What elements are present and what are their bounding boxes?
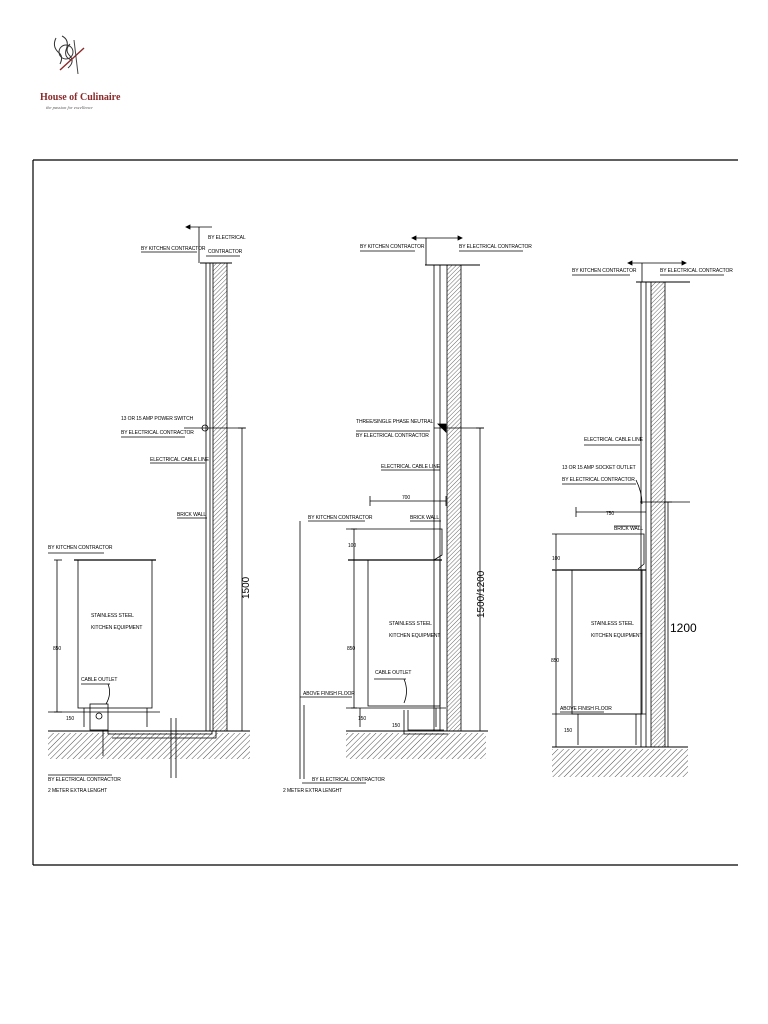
panel-1-dim-850: 850 [53, 646, 61, 652]
logo-emblem-icon [53, 35, 85, 75]
panel-2-height-dim: 1500/1200 [476, 570, 487, 618]
panel-1-dim-150: 150 [66, 716, 74, 722]
panel-3-dim-150: 150 [564, 728, 572, 734]
panel-2-electrical-contractor-label: BY ELECTRICAL CONTRACTOR [459, 244, 532, 250]
panel-2-equipment-label-2: KITCHEN EQUIPMENT [389, 633, 440, 639]
logo-tagline: the passion for excellence [46, 105, 93, 110]
panel-2-brick-wall-label: BRICK WALL [410, 515, 439, 521]
panel-2-dim-100: 100 [348, 543, 356, 549]
panel-3-dim-850: 850 [551, 658, 559, 664]
panel-2-dim-150b: 150 [392, 723, 400, 729]
panel-3-socket-label-1: 13 OR 15 AMP SOCKET OUTLET [562, 465, 636, 471]
panel-3-socket-outlet: BY KITCHEN CONTRACTOR BY ELECTRICAL CONT… [551, 260, 733, 777]
panel-1-power-switch: BY KITCHEN CONTRACTOR BY ELECTRICAL CONT… [48, 224, 252, 794]
panel-1-geometry [48, 224, 250, 778]
panel-2-dim-700: 700 [402, 495, 410, 501]
panel-1-switch-label-1: 13 OR 15 AMP POWER SWITCH [121, 416, 194, 422]
panel-3-brick-wall-label: BRICK WALL [614, 526, 643, 532]
panel-2-kitchen-contractor-label-2: BY KITCHEN CONTRACTOR [308, 515, 373, 521]
panel-2-above-floor-label: ABOVE FINISH FLOOR [303, 691, 355, 697]
panel-3-above-floor-label: ABOVE FINISH FLOOR [560, 706, 612, 712]
panel-2-neutral-label-1: THREE/SINGLE PHASE NEUTRAL [356, 419, 433, 425]
panel-1-bottom-label-2: 2 METER EXTRA LENGHT [48, 788, 107, 794]
panel-3-cable-line-label: ELECTRICAL CABLE LINE [584, 437, 644, 443]
panel-2-floor-hatch [346, 733, 486, 759]
panel-2-dim-150: 150 [358, 716, 366, 722]
panel-1-electrical-label-2: CONTRACTOR [208, 249, 243, 255]
panel-3-equipment-label-2: KITCHEN EQUIPMENT [591, 633, 642, 639]
panel-3-geometry [552, 260, 724, 748]
panel-1-bottom-label-1: BY ELECTRICAL CONTRACTOR [48, 777, 121, 783]
panel-1-equipment-contractor-label: BY KITCHEN CONTRACTOR [48, 545, 113, 551]
panel-2-equipment-label-1: STAINLESS STEEL [389, 621, 432, 627]
panel-2-cable-line-label: ELECTRICAL CABLE LINE [381, 464, 441, 470]
panel-1-equipment-label-1: STAINLESS STEEL [91, 613, 134, 619]
panel-3-height-dim: 1200 [670, 621, 697, 635]
panel-1-cable-line-label: ELECTRICAL CABLE LINE [150, 457, 210, 463]
panel-2-cable-outlet-label: CABLE OUTLET [375, 670, 411, 676]
panel-1-equipment-label-2: KITCHEN EQUIPMENT [91, 625, 142, 631]
panel-3-socket-label-2: BY ELECTRICAL CONTRACTOR [562, 477, 635, 483]
panel-1-cable-outlet-label: CABLE OUTLET [81, 677, 117, 683]
panel-3-dim-750: 750 [606, 511, 614, 517]
panel-3-electrical-contractor-label: BY ELECTRICAL CONTRACTOR [660, 268, 733, 274]
panel-2-bottom-label-1: BY ELECTRICAL CONTRACTOR [312, 777, 385, 783]
panel-2-neutral-label-2: BY ELECTRICAL CONTRACTOR [356, 433, 429, 439]
panel-2-kitchen-contractor-label: BY KITCHEN CONTRACTOR [360, 244, 425, 250]
panel-1-electrical-label-1: BY ELECTRICAL [208, 235, 246, 241]
panel-2-dim-850: 850 [347, 646, 355, 652]
panel-1-floor-hatch [48, 733, 250, 759]
panel-1-switch-label-2: BY ELECTRICAL CONTRACTOR [121, 430, 194, 436]
company-logo: House of Culinaire the passion for excel… [40, 35, 121, 110]
panel-3-kitchen-contractor-label: BY KITCHEN CONTRACTOR [572, 268, 637, 274]
panel-3-dim-100: 100 [552, 556, 560, 562]
panel-2-three-phase-neutral: BY KITCHEN CONTRACTOR BY ELECTRICAL CONT… [283, 235, 532, 794]
panel-1-height-dim: 1500 [241, 576, 252, 599]
panel-1-brick-wall-label: BRICK WALL [177, 512, 206, 518]
panel-2-geometry [299, 235, 523, 784]
panel-2-bottom-label-2: 2 METER EXTRA LENGHT [283, 788, 342, 794]
panel-3-equipment-label-1: STAINLESS STEEL [591, 621, 634, 627]
drawing-frame [32, 159, 738, 866]
logo-brand-text: House of Culinaire [40, 92, 121, 103]
panel-3-floor-hatch [552, 749, 688, 777]
panel-1-kitchen-contractor-label: BY KITCHEN CONTRACTOR [141, 246, 206, 252]
